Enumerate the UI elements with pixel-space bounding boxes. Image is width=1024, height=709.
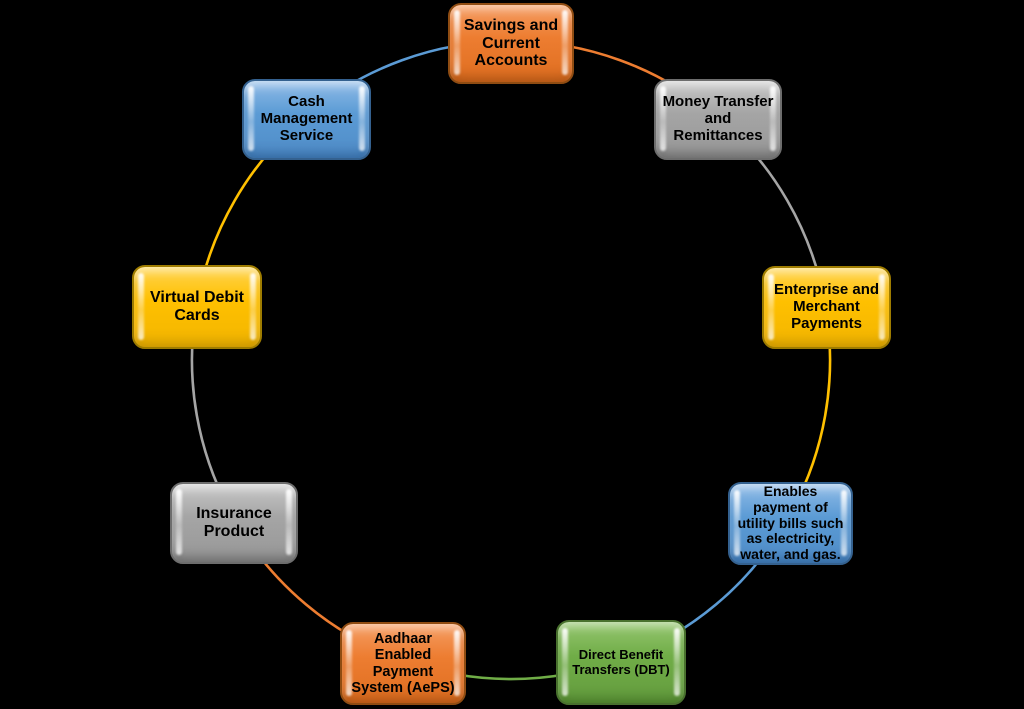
diagram-node-money-transfer-remittances: Money Transfer and Remittances [654, 79, 782, 160]
node-label-direct-benefit-transfers: Direct Benefit Transfers (DBT) [572, 646, 670, 677]
node-label-aadhaar-enabled-payment-system: Aadhaar Enabled Payment System (AePS) [351, 631, 455, 696]
node-label-virtual-debit-cards: Virtual Debit Cards [150, 289, 244, 324]
node-label-savings-current-accounts: Savings and Current Accounts [463, 16, 559, 70]
diagram-node-cash-management-service: Cash Management Service [242, 79, 371, 160]
diagram-node-aadhaar-enabled-payment-system: Aadhaar Enabled Payment System (AePS) [340, 622, 466, 705]
diagram-node-virtual-debit-cards: Virtual Debit Cards [132, 265, 262, 349]
node-label-insurance-product: Insurance Product [196, 505, 272, 540]
node-label-cash-management-service: Cash Management Service [260, 93, 353, 144]
diagram-node-enterprise-merchant-payments: Enterprise and Merchant Payments [762, 266, 891, 349]
diagram-node-utility-bill-payments: Enables payment of utility bills such as… [728, 482, 853, 565]
node-label-utility-bill-payments: Enables payment of utility bills such as… [737, 483, 844, 563]
node-label-money-transfer-remittances: Money Transfer and Remittances [662, 93, 774, 144]
diagram-node-direct-benefit-transfers: Direct Benefit Transfers (DBT) [556, 620, 686, 705]
node-label-enterprise-merchant-payments: Enterprise and Merchant Payments [773, 281, 880, 332]
diagram-node-insurance-product: Insurance Product [170, 482, 298, 564]
diagram-node-savings-current-accounts: Savings and Current Accounts [448, 3, 574, 84]
